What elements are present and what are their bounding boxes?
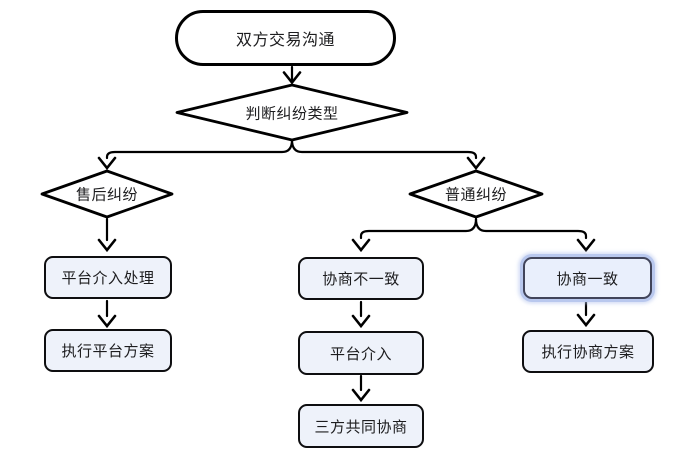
node-platform-handle: 平台介入处理 [44,256,172,299]
node-exec-agree: 执行协商方案 [522,330,654,373]
arrowhead-icon [466,156,486,171]
edge-normal-agree [474,217,588,240]
node-start: 双方交易沟通 [175,10,396,66]
arrowhead-icon [351,388,371,403]
node-exec-platform: 执行平台方案 [44,329,172,372]
node-decide-type-label: 判断纠纷类型 [245,105,339,123]
edge-decide-normal [290,138,478,160]
arrowhead-icon [576,238,596,253]
node-tripartite-label: 三方共同协商 [314,418,408,436]
arrowhead-icon [282,71,302,85]
node-exec-platform-label: 执行平台方案 [61,343,155,360]
node-platform-in: 平台介入 [298,331,424,375]
arrowhead-icon [97,238,117,253]
node-aftersale-shape [40,169,174,219]
node-aftersale-label: 售后纠纷 [75,186,139,204]
node-decide-type-shape [175,83,409,142]
arrowhead-icon [97,156,117,171]
node-no-agree: 协商不一致 [298,257,424,300]
node-exec-agree-label: 执行协商方案 [541,344,635,361]
arrowhead-icon [576,313,596,328]
node-platform-in-label: 平台介入 [329,345,392,363]
edge-normal-noagree [359,217,478,240]
node-normal-shape [408,169,544,219]
node-normal-label: 普通纠纷 [444,186,508,204]
node-platform-handle-label: 平台介入处理 [61,270,155,287]
arrowhead-icon [97,314,117,329]
node-tripartite: 三方共同协商 [298,404,424,448]
node-start-label: 双方交易沟通 [235,32,335,49]
node-agree-label: 协商一致 [556,270,619,288]
edge-decide-aftersale [105,138,294,160]
node-agree: 协商一致 [523,257,652,299]
arrowhead-icon [351,238,371,253]
node-no-agree-label: 协商不一致 [322,271,400,288]
arrowhead-icon [351,314,371,329]
